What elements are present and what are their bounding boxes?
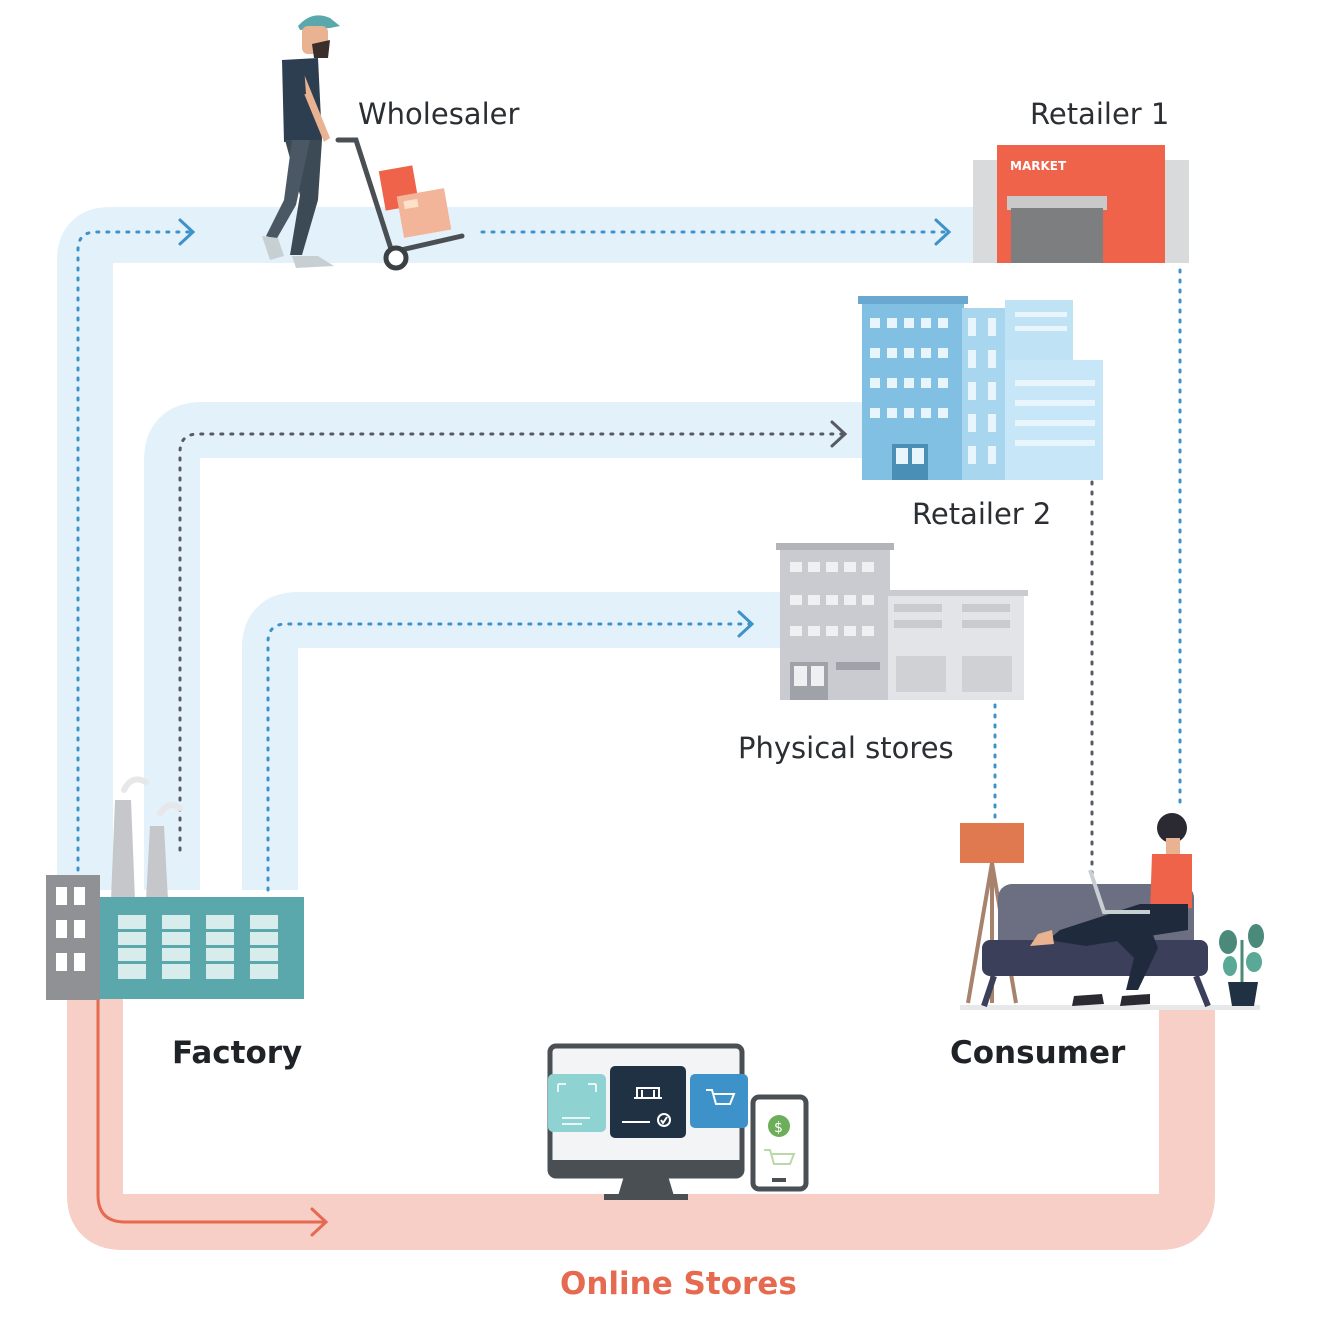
dots-factory-physical bbox=[266, 622, 752, 892]
dots-factory-retailer2 bbox=[178, 432, 845, 852]
label-retailer-1: Retailer 1 bbox=[1030, 97, 1170, 131]
arrow-wholesaler bbox=[178, 218, 196, 246]
label-factory: Factory bbox=[172, 1035, 303, 1071]
consumer-sofa-icon bbox=[960, 813, 1264, 1010]
office-windows bbox=[870, 312, 1095, 464]
plant-icon bbox=[1219, 924, 1264, 1006]
line-factory-online bbox=[96, 998, 327, 1224]
market-store-icon: MARKET bbox=[973, 145, 1189, 263]
physical-store-icon bbox=[776, 543, 1028, 700]
factory-icon bbox=[46, 776, 304, 1000]
label-physical-stores: Physical stores bbox=[738, 731, 954, 765]
arrow-online bbox=[310, 1207, 329, 1237]
label-online-stores: Online Stores bbox=[560, 1266, 797, 1302]
band-online-route bbox=[67, 995, 1215, 1250]
flow-bands bbox=[57, 207, 1215, 1250]
arrow-physical bbox=[737, 610, 755, 638]
smartphone-icon: $ bbox=[750, 1094, 809, 1192]
band-retailer2-route bbox=[144, 402, 870, 890]
band-wholesaler-route bbox=[57, 207, 985, 890]
wholesaler-person-icon bbox=[262, 15, 465, 271]
svg-text:$: $ bbox=[774, 1120, 783, 1136]
label-wholesaler: Wholesaler bbox=[358, 97, 520, 131]
market-sign-text: MARKET bbox=[1010, 159, 1067, 173]
floor-lamp-icon bbox=[960, 823, 1024, 1004]
flow-lines bbox=[76, 218, 1182, 1237]
arrow-retailer2 bbox=[830, 420, 848, 448]
dots-factory-wholesaler bbox=[76, 230, 192, 872]
band-physical-route bbox=[242, 592, 790, 890]
label-consumer: Consumer bbox=[950, 1035, 1126, 1071]
arrow-retailer1 bbox=[934, 218, 952, 246]
store-windows bbox=[790, 562, 874, 636]
label-retailer-2: Retailer 2 bbox=[912, 497, 1052, 531]
desktop-monitor-icon bbox=[547, 1043, 748, 1200]
office-building-icon bbox=[858, 296, 1103, 480]
